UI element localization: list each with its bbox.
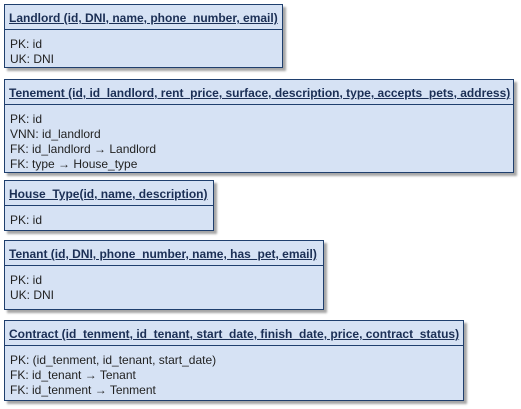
tenement-attributes: PK: id VNN: id_landlord FK: id_landlord … — [5, 105, 513, 172]
contract-attributes: PK: (id_tenment, id_tenant, start_date) … — [5, 346, 463, 398]
tenement-attr-pk: PK: id — [10, 112, 43, 126]
landlord-attr-uk: UK: DNI — [10, 52, 55, 66]
tenant-attr-pk: PK: id — [10, 273, 43, 287]
contract-title: Contract (id_tenment, id_tenant, start_d… — [9, 327, 460, 341]
tenement-attr-vnn: VNN: id_landlord — [10, 127, 101, 141]
landlord-attributes: PK: id UK: DNI — [5, 30, 282, 67]
tenement-attr-fk-type: FK: type → House_type — [10, 157, 138, 171]
house-type-title: House_Type(id, name, description) — [9, 187, 208, 201]
house-type-attr-pk: PK: id — [10, 213, 43, 227]
tenant-divider — [5, 265, 323, 266]
tenant-attributes: PK: id UK: DNI — [5, 266, 323, 303]
contract-attr-pk: PK: (id_tenment, id_tenant, start_date) — [10, 353, 217, 367]
contract-attr-fk-tenment: FK: id_tenment → Tenment — [10, 383, 156, 397]
tenement-title: Tenement (id, id_landlord, rent_price, s… — [9, 86, 511, 100]
tenement-attr-fk-landlord: FK: id_landlord → Landlord — [10, 142, 157, 156]
contract-divider — [5, 345, 463, 346]
tenant-attr-uk: UK: DNI — [10, 288, 55, 302]
landlord-attr-pk: PK: id — [10, 37, 43, 51]
tenant-title: Tenant (id, DNI, phone_number, name, has… — [9, 247, 317, 261]
tenement-divider — [5, 104, 513, 105]
contract-attr-fk-tenant: FK: id_tenant → Tenant — [10, 368, 136, 382]
house-type-divider — [5, 205, 213, 206]
contract-entity: Contract (id_tenment, id_tenant, start_d… — [4, 320, 464, 401]
landlord-title: Landlord (id, DNI, name, phone_number, e… — [9, 11, 278, 25]
tenement-entity: Tenement (id, id_landlord, rent_price, s… — [4, 79, 514, 173]
tenant-entity: Tenant (id, DNI, phone_number, name, has… — [4, 240, 324, 310]
landlord-entity: Landlord (id, DNI, name, phone_number, e… — [4, 4, 283, 68]
house-type-entity: House_Type(id, name, description) PK: id — [4, 180, 214, 231]
landlord-divider — [5, 29, 282, 30]
house-type-attributes: PK: id — [5, 206, 213, 228]
